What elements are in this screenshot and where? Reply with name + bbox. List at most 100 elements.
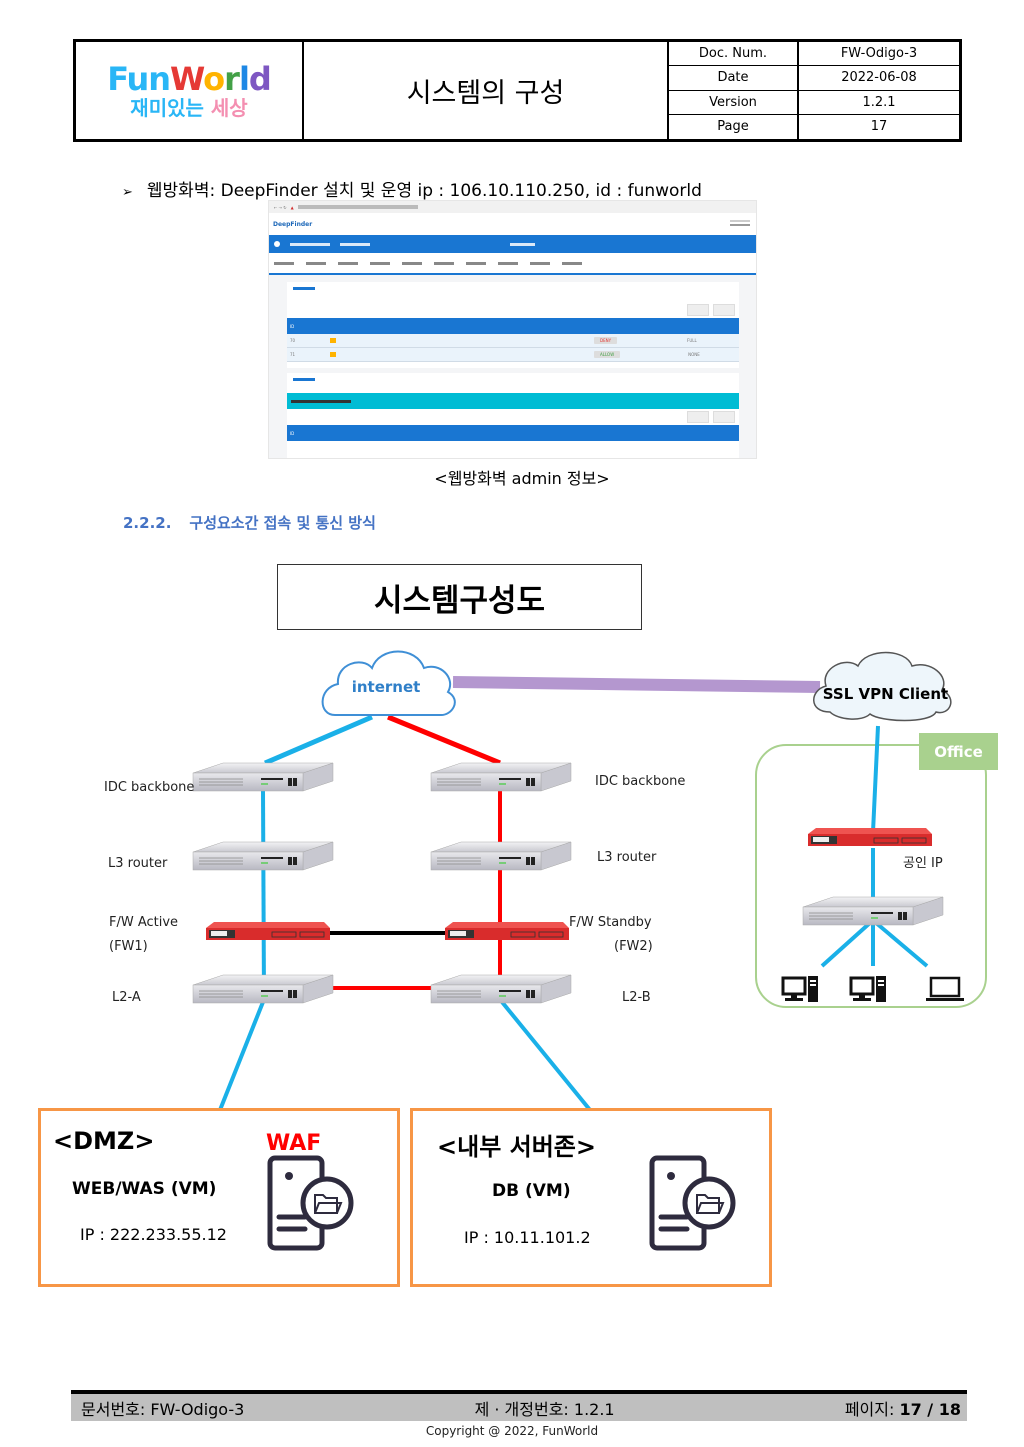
folder-icon	[330, 338, 336, 343]
firewall-fw1-device	[205, 921, 331, 941]
office-firewall-device	[807, 827, 933, 847]
page-footer: 문서번호: FW-Odigo-3 제 · 개정번호: 1.2.1 페이지: 17…	[71, 1390, 967, 1421]
tagline-main: 재미있는	[130, 95, 211, 120]
l2-b-label: L2-B	[622, 990, 651, 1005]
nav-center-label	[510, 242, 535, 246]
internet-cloud-icon	[321, 650, 456, 716]
app-brand-bar: DeepFinder	[269, 213, 756, 235]
document-header: FunWorld 재미있는 세상 시스템의 구성 Doc. Num. FW-Od…	[73, 39, 962, 142]
fw1-label-line1: F/W Active	[109, 915, 179, 930]
logo-letter: o	[203, 59, 225, 98]
server-icon	[267, 1155, 357, 1255]
vpn-tunnel-link	[452, 676, 821, 693]
fw1-label-line2: (FW1)	[109, 939, 148, 954]
idc-backbone-b-device	[430, 762, 572, 792]
app-brand: DeepFinder	[273, 220, 313, 228]
document-title: 시스템의 구성	[304, 42, 669, 139]
screenshot-button	[687, 411, 709, 423]
policy-table-header: ID	[287, 318, 739, 334]
waf-bullet: ➢ 웹방화벽: DeepFinder 설치 및 운영 ip : 106.10.11…	[122, 176, 702, 201]
desktop-pc-icon	[781, 974, 820, 1004]
arrow-bullet-icon: ➢	[122, 185, 133, 200]
meta-value-date: 2022-06-08	[799, 66, 959, 91]
dmz-link	[218, 1001, 265, 1111]
internet-label: internet	[351, 678, 421, 696]
card-title-bar	[293, 286, 733, 298]
copyright-text: Copyright @ 2022, FunWorld	[425, 1424, 599, 1438]
teal-filter-bar	[287, 393, 739, 409]
internal-server-zone: <내부 서버존> DB (VM) IP : 10.11.101.2	[410, 1108, 772, 1287]
primary-uplink	[264, 714, 373, 766]
section-heading: 2.2.2.구성요소간 접속 및 통신 방식	[123, 514, 376, 532]
internal-server-name: DB (VM)	[492, 1181, 571, 1201]
nav-item	[340, 242, 370, 246]
policy-row: 71 ALLOW NONE	[287, 348, 739, 362]
screenshot-caption: <웹방화벽 admin 정보>	[434, 469, 610, 488]
diagram-title: 시스템구성도	[277, 564, 642, 630]
secondary-uplink	[387, 714, 501, 766]
fw2-label-line1: F/W Standby	[569, 915, 652, 930]
footer-page: 페이지: 17 / 18	[844, 1399, 961, 1419]
public-ip-label: 공인 IP	[903, 856, 943, 871]
dmz-server-ip: IP : 222.233.55.12	[80, 1225, 227, 1244]
firewall-fw2-device	[444, 921, 570, 941]
meta-label-version: Version	[669, 90, 799, 115]
l3-router-b-device	[430, 841, 572, 871]
desktop-pc-icon	[849, 974, 888, 1004]
app-nav-bar	[269, 235, 756, 253]
fw2-label-line2: (FW2)	[614, 939, 653, 954]
meta-label-page: Page	[669, 114, 799, 139]
idc-backbone-b-label: IDC backbone	[595, 774, 686, 789]
waf-bullet-text: 웹방화벽: DeepFinder 설치 및 운영 ip : 106.10.110…	[146, 181, 702, 201]
logo-letter: u	[126, 59, 149, 98]
idc-backbone-a-device	[192, 762, 334, 792]
footer-doc-number: 문서번호: FW-Odigo-3	[81, 1399, 245, 1419]
warning-icon: ▲	[290, 204, 294, 210]
vpn-label: SSL VPN Client	[822, 685, 949, 703]
left-chain-link	[261, 789, 266, 1001]
office-boundary	[755, 744, 987, 1008]
logo-letter: F	[107, 59, 127, 98]
url-policy-card: ID 70 DENY FULL 71 ALLOW NONE	[287, 282, 739, 368]
tagline-accent: 세상	[210, 95, 248, 120]
vpn-cloud-icon	[813, 651, 952, 722]
logo-wordmark: FunWorld	[107, 59, 272, 98]
internal-server-ip: IP : 10.11.101.2	[464, 1228, 591, 1247]
document-meta-table: Doc. Num. FW-Odigo-3 Date 2022-06-08 Ver…	[669, 42, 959, 139]
screenshot-button	[687, 304, 709, 316]
l3-router-a-device	[192, 841, 334, 871]
card-title-bar	[293, 377, 733, 389]
meta-label-doc-num: Doc. Num.	[669, 42, 799, 67]
logo-letter: d	[248, 59, 272, 98]
funworld-logo: FunWorld 재미있는 세상	[76, 42, 304, 139]
internal-link	[500, 1000, 592, 1112]
screenshot-button	[713, 411, 735, 423]
idc-backbone-a-label: IDC backbone	[104, 780, 195, 795]
logo-letter: l	[238, 59, 250, 98]
logo-letter: r	[224, 59, 240, 98]
office-tag: Office	[919, 733, 998, 770]
logo-letter: W	[170, 59, 204, 98]
l3-router-b-label: L3 router	[597, 850, 657, 865]
user-info	[730, 220, 750, 228]
domain-policy-card: ID	[287, 373, 739, 458]
l2-b-device	[430, 974, 572, 1004]
dmz-heading: <DMZ>	[53, 1127, 155, 1155]
internal-heading: <내부 서버존>	[437, 1133, 596, 1161]
office-uplink	[871, 725, 880, 833]
logo-tagline: 재미있는 세상	[130, 96, 247, 120]
policy-row: 70 DENY FULL	[287, 334, 739, 348]
footer-revision: 제 · 개정번호: 1.2.1	[474, 1399, 615, 1419]
meta-value-doc-num: FW-Odigo-3	[799, 42, 959, 67]
dmz-zone: <DMZ> WAF WEB/WAS (VM) IP : 222.233.55.1…	[38, 1108, 400, 1287]
globe-icon	[274, 241, 280, 247]
screenshot-button	[713, 304, 735, 316]
meta-value-version: 1.2.1	[799, 91, 959, 115]
logo-letter: n	[148, 59, 171, 98]
waf-admin-screenshot: ← → ↻ ▲ DeepFinder ID 70 DENY FULL 71	[268, 200, 757, 459]
url-text	[297, 205, 418, 209]
office-switch-device	[802, 896, 944, 926]
domain-table-header: ID	[287, 425, 739, 441]
browser-url-bar: ← → ↻ ▲	[269, 201, 756, 213]
